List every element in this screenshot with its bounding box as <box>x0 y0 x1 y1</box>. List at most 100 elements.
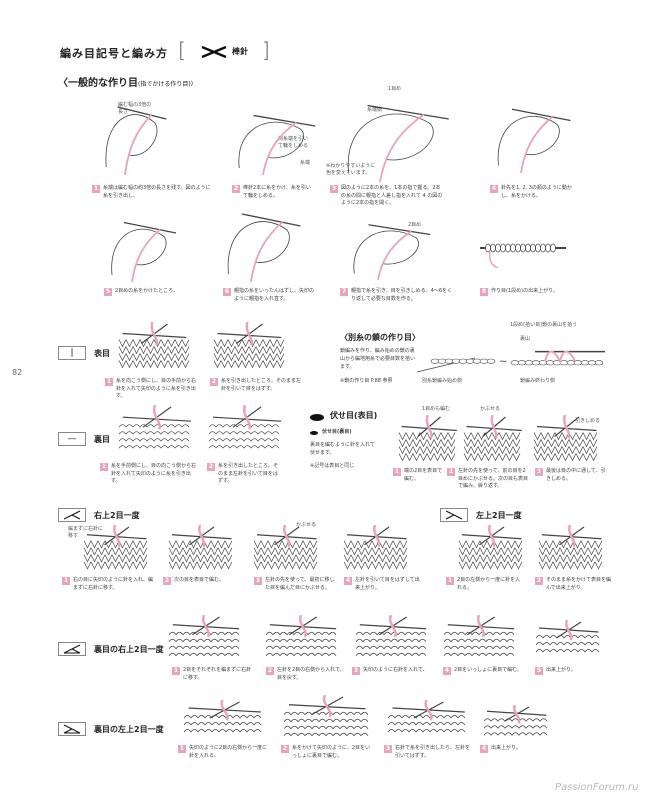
stitch-drawing <box>208 404 282 449</box>
purl-right-decrease-step-1-illustration <box>165 614 243 660</box>
stitch-drawing <box>353 224 431 281</box>
stitch-drawing <box>463 414 522 462</box>
purl-left-decrease-step-1-illustration <box>180 699 265 740</box>
stitch-drawing <box>497 108 571 174</box>
tool-label: 棒針 <box>232 47 248 56</box>
bind-off-note: ※記号は表目と同じ <box>310 463 355 469</box>
stitch-drawing <box>535 619 600 653</box>
bind-off-purl-symbol <box>310 431 318 435</box>
purl-step-2-illustration <box>205 404 285 457</box>
purl-right-decrease-symbol <box>58 642 86 656</box>
annotation: かぶせる <box>480 406 501 412</box>
stitch-drawing <box>538 524 603 570</box>
annotation: 編む幅の3倍の長さ <box>118 102 152 115</box>
purl-symbol: — <box>58 432 86 446</box>
cast-on-step-8-illustration <box>478 228 568 269</box>
bind-off-purl-heading: 伏せ目(裏目) <box>322 429 352 435</box>
cast-on-step-6-illustration <box>215 202 305 283</box>
stitch-drawing <box>168 524 233 570</box>
purl-right-decrease-step-3-illustration <box>352 614 430 660</box>
stitch-drawing <box>347 104 449 183</box>
right-decrease-step-4-illustration <box>340 524 410 570</box>
annotation: 1目め <box>388 86 402 92</box>
cast-on-step-1-illustration <box>95 95 170 176</box>
annotation: 糸端側 <box>367 107 383 113</box>
purl-right-decrease-label: 裏目の右上2目一度 <box>58 642 164 656</box>
left-decrease-step-2-illustration <box>535 524 605 570</box>
purl-right-decrease-step-5-illustration <box>532 619 602 660</box>
cast-on-step-3-illustration <box>330 92 455 183</box>
stitch-drawing <box>83 524 148 570</box>
right-decrease-step-3-illustration <box>250 524 320 570</box>
stitch-drawing: ~ <box>416 350 605 373</box>
stitch-drawing <box>483 704 548 736</box>
bind-off-step-3-illustration <box>530 414 600 465</box>
annotation: 引きしめる <box>575 418 601 424</box>
left-decrease-step-1-illustration <box>455 524 525 570</box>
stitch-drawing <box>118 404 192 449</box>
annotation: 2目め <box>408 222 422 228</box>
purl-right-decrease-step-4-illustration <box>440 614 518 660</box>
page-number: 82 <box>12 368 23 377</box>
provisional-chain-illustration: ~ <box>415 342 610 374</box>
knit-step-2-illustration <box>210 321 285 372</box>
purl-left-decrease-step-3-illustration <box>384 699 469 740</box>
stitch-drawing <box>283 694 369 736</box>
stitch-drawing <box>213 321 285 369</box>
cast-on-heading: 〈一般的な作り目(指でかける作り目)〉 <box>58 78 197 89</box>
annotation: 両糸端を引いて輪をしめる <box>278 136 309 149</box>
knitting-needles-icon <box>200 44 228 63</box>
annotation: 1段め(拾い目)鎖の裏山を拾う <box>510 322 578 328</box>
annotation: 1目めも編む <box>422 406 451 412</box>
bind-off-desc: 裏目を編むように針を入れて伏せます。 <box>310 442 375 456</box>
stitch-drawing <box>238 114 316 176</box>
stitch-drawing <box>398 414 457 462</box>
left-decrease-label: 左上2目一度 <box>440 508 522 522</box>
watermark: PassionForum.ru <box>555 782 639 793</box>
annotation: 裏山 <box>520 336 531 342</box>
annotation: 糸端 <box>300 160 311 166</box>
stitch-drawing <box>183 699 262 733</box>
stitch-drawing <box>355 614 427 656</box>
bind-off-heading: 伏せ目(表目) <box>330 411 378 420</box>
right-decrease-label: 右上2目一度 <box>58 508 140 522</box>
right-decrease-step-2-illustration <box>165 524 235 570</box>
left-decrease-symbol <box>440 508 468 522</box>
purl-right-decrease-step-2-illustration <box>262 614 340 660</box>
provisional-desc: 鎖編みを作り、編み始めの鎖の裏山から編地用糸で必要目数を拾います。 <box>340 348 416 370</box>
knit-stitch-label: |表目 <box>58 346 110 360</box>
knit-symbol: | <box>58 346 86 360</box>
right-decrease-symbol <box>58 508 86 522</box>
cast-on-step-7-illustration <box>340 215 435 281</box>
annotation: ※わかりやすいように色を変えています。 <box>326 163 376 176</box>
bracket-left: [ <box>178 38 186 62</box>
stitch-drawing <box>253 524 318 570</box>
stitch-drawing <box>387 699 466 733</box>
cast-on-step-2-illustration <box>225 105 320 176</box>
bind-off-step-2-illustration <box>460 414 525 465</box>
stitch-drawing <box>265 614 337 656</box>
stitch-drawing <box>227 213 301 283</box>
